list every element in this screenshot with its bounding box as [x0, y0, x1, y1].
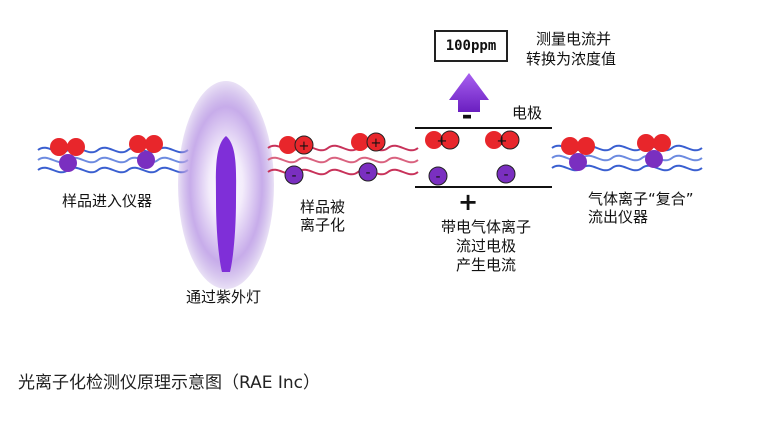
ionized-molecule-2 [351, 132, 386, 182]
ion-charge-positive: + [299, 139, 310, 154]
outlet-molecule-2 [637, 134, 671, 168]
current-label-line-1: 带电气体离子 [440, 218, 531, 236]
current-label-line-3: 产生电流 [455, 256, 516, 274]
recombine-label-line-2: 流出仪器 [588, 208, 649, 226]
uv-lamp-label: 通过紫外灯 [186, 288, 262, 306]
concentration-readout: 100ppm [434, 30, 508, 62]
sample-molecule-1 [50, 138, 85, 172]
sample-inlet-label: 样品进入仪器 [62, 192, 153, 210]
cation-pair-2 [485, 130, 520, 150]
figure-caption: 光离子化检测仪原理示意图（RAE Inc） [18, 373, 321, 393]
electrode-positive-sign: + [458, 188, 478, 216]
outlet-molecule-1 [561, 137, 595, 171]
signal-up-arrow [449, 73, 489, 112]
meter-description-line-2: 转换为浓度值 [526, 50, 617, 68]
electrode-negative-sign: - [462, 101, 473, 131]
ionized-label-line-2: 离子化 [300, 216, 346, 234]
anion-2 [496, 164, 516, 184]
uv-lamp [215, 136, 237, 272]
ion-charge-positive: + [371, 136, 382, 151]
ion-charge-positive: + [437, 134, 448, 149]
current-label-line-2: 流过电极 [455, 237, 516, 255]
ionized-molecule-1 [279, 135, 314, 185]
meter-description-line-1: 测量电流并 [536, 30, 612, 48]
ion-charge-positive: + [497, 134, 508, 149]
sample-molecule-2 [129, 135, 163, 169]
cation-pair-1 [425, 130, 460, 150]
ionized-label-line-1: 样品被 [300, 198, 346, 216]
anion-1 [428, 166, 448, 186]
ion-charge-negative: - [503, 167, 508, 183]
ion-charge-negative: - [365, 165, 370, 181]
ion-charge-negative: - [435, 169, 440, 185]
recombine-label-line-1: 气体离子“复合” [588, 190, 694, 208]
ion-charge-negative: - [291, 168, 296, 184]
electrode-label: 电极 [512, 104, 543, 122]
